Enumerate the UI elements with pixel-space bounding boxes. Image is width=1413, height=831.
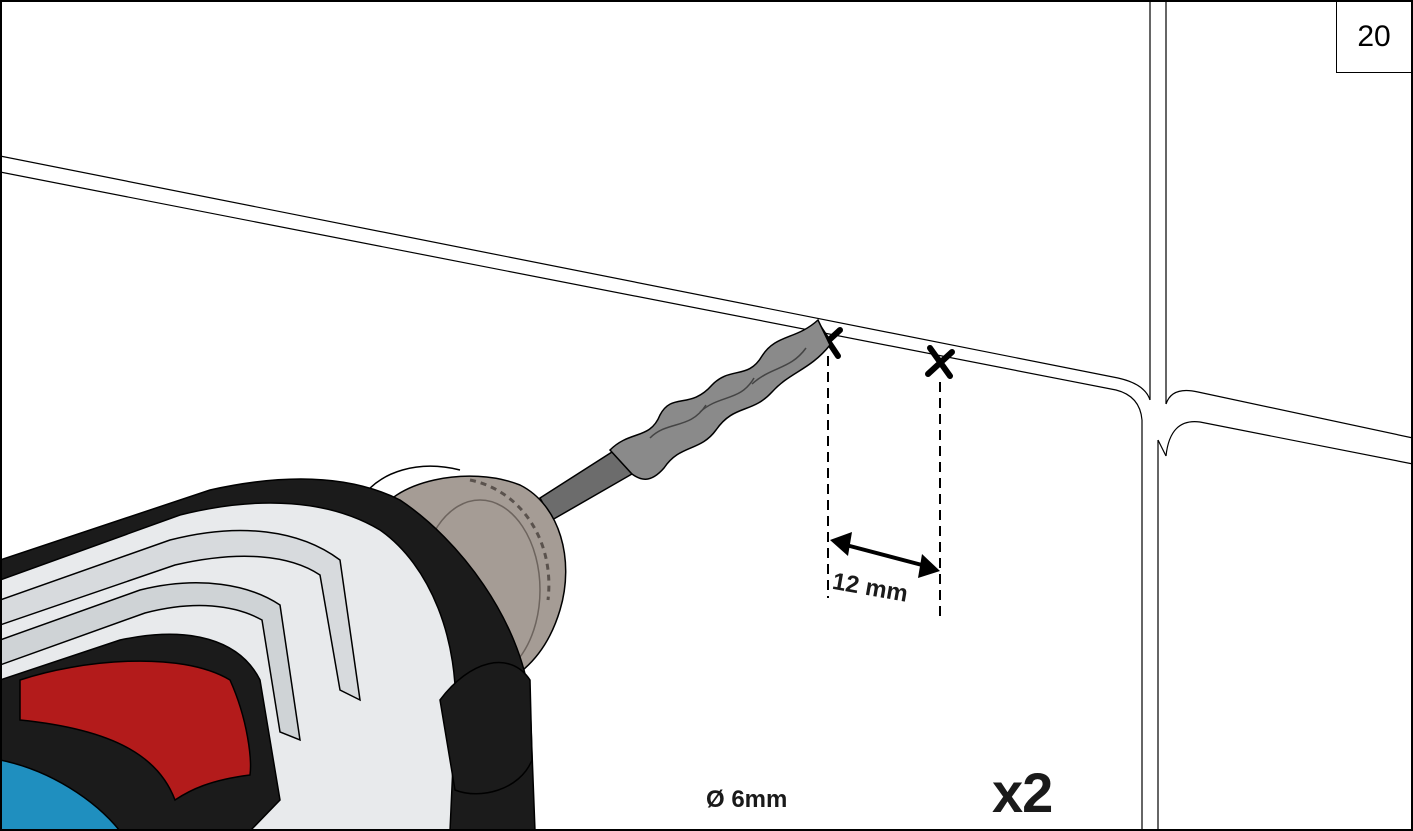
hole-quantity-label: x2 [992,761,1053,824]
step-number-text: 20 [1357,20,1391,53]
double-arrow-icon [830,532,940,578]
dimension-extension-lines [827,356,941,618]
drill-bit-diameter-label: Ø 6mm [706,786,788,813]
drill-bit [539,318,831,522]
step-number: 20 [1336,2,1411,73]
hole-mark-icon [925,345,955,379]
drill-icon [0,478,536,831]
